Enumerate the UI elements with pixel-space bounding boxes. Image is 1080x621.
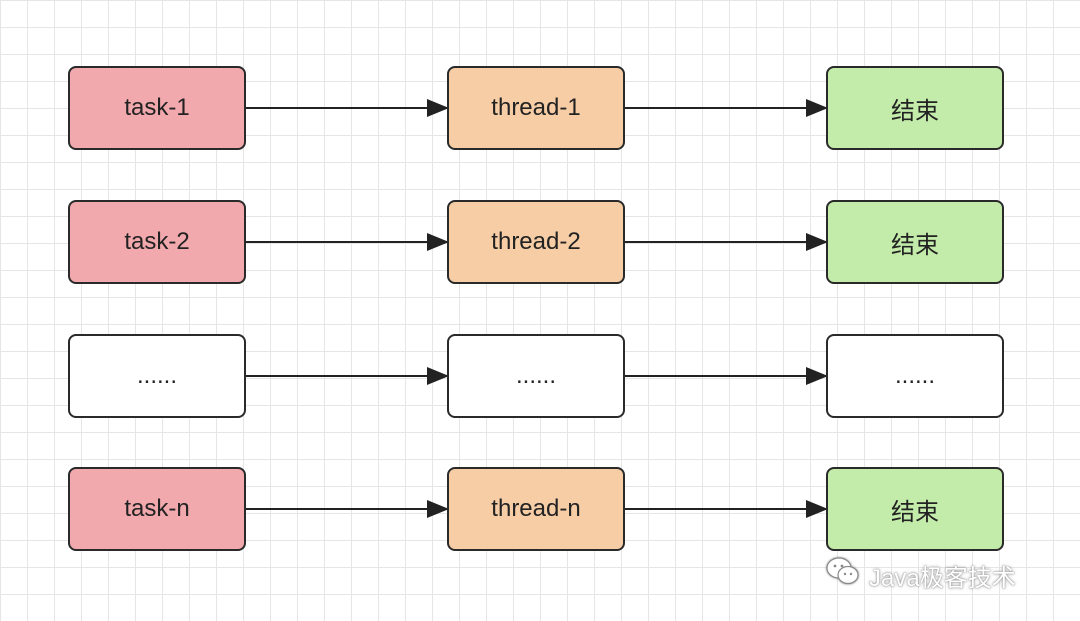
end-box-2: 结束: [826, 200, 1004, 284]
thread-label: thread-2: [491, 228, 581, 255]
end-label: 结束: [891, 498, 939, 526]
thread-box-1: thread-1: [447, 66, 625, 150]
arrow-task-to-thread-1: [246, 99, 449, 117]
wechat-icon: [825, 556, 861, 595]
thread-box-4: thread-n: [447, 467, 625, 551]
end-label: 结束: [891, 231, 939, 259]
task-label: task-n: [124, 495, 190, 522]
arrow-thread-to-end-3: [625, 367, 828, 385]
thread-label: thread-1: [491, 94, 581, 121]
task-label: task-1: [124, 94, 190, 121]
task-box-1: task-1: [68, 66, 246, 150]
end-label: ......: [894, 362, 935, 389]
end-box-3: ......: [826, 334, 1004, 418]
task-box-3: ......: [68, 334, 246, 418]
arrow-task-to-thread-4: [246, 500, 449, 518]
thread-box-2: thread-2: [447, 200, 625, 284]
arrow-task-to-thread-3: [246, 367, 449, 385]
end-label: 结束: [891, 97, 939, 125]
task-box-2: task-2: [68, 200, 246, 284]
end-box-1: 结束: [826, 66, 1004, 150]
task-label: ......: [136, 362, 177, 389]
task-label: task-2: [124, 228, 190, 255]
watermark: Java极客技术: [825, 556, 1016, 595]
arrow-task-to-thread-2: [246, 233, 449, 251]
arrow-thread-to-end-4: [625, 500, 828, 518]
task-box-4: task-n: [68, 467, 246, 551]
thread-box-3: ......: [447, 334, 625, 418]
end-box-4: 结束: [826, 467, 1004, 551]
watermark-text: Java极客技术: [869, 565, 1016, 592]
arrow-thread-to-end-2: [625, 233, 828, 251]
thread-label: ......: [515, 362, 556, 389]
arrow-thread-to-end-1: [625, 99, 828, 117]
thread-label: thread-n: [491, 495, 581, 522]
